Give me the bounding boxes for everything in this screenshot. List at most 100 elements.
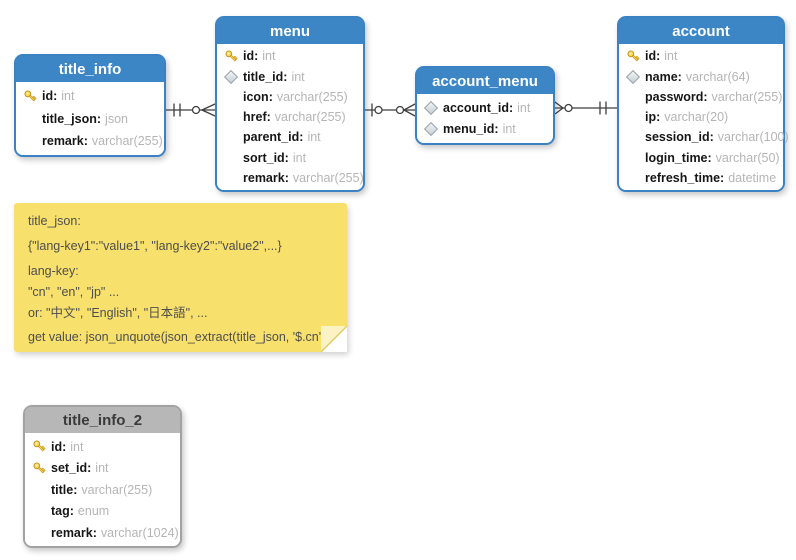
- note-line: lang-key:: [28, 264, 79, 278]
- table-fields: id: int name: varchar(64) password: varc…: [619, 44, 789, 190]
- field-row[interactable]: title: varchar(255): [25, 480, 180, 500]
- table-title: menu: [269, 22, 310, 40]
- primary-key-icon: [32, 461, 51, 476]
- field-type: varchar(255): [711, 89, 783, 104]
- field-type: int: [291, 69, 305, 84]
- field-row[interactable]: parent_id: int: [217, 127, 363, 147]
- field-row[interactable]: password: varchar(255): [619, 87, 783, 107]
- field-name: icon:: [243, 89, 273, 104]
- note-line: or: "中文", "English", "日本語", ...: [28, 306, 208, 320]
- field-name: title:: [51, 482, 78, 497]
- field-name: title_json:: [42, 111, 102, 126]
- field-name: tag:: [51, 504, 74, 518]
- field-row[interactable]: icon: varchar(255): [217, 87, 363, 107]
- field-row[interactable]: ip: varchar(20): [619, 107, 783, 127]
- note-folded-corner: [321, 326, 347, 352]
- field-row[interactable]: session_id: varchar(100): [619, 127, 789, 147]
- field-type: varchar(50): [715, 150, 780, 165]
- table-title: account: [672, 22, 730, 40]
- field-row[interactable]: remark: varchar(1024): [25, 523, 180, 543]
- field-row[interactable]: name: varchar(64): [619, 67, 783, 87]
- field-name: id:: [42, 89, 58, 104]
- field-row[interactable]: refresh_time: datetime: [619, 168, 783, 188]
- field-type: int: [292, 150, 307, 165]
- table-title_info[interactable]: title_info id: int title_json: json rema…: [14, 54, 166, 157]
- field-row[interactable]: tag: enum: [25, 501, 180, 521]
- sticky-note[interactable]: title_json: {"lang-key1":"value1", "lang…: [14, 203, 347, 352]
- field-row[interactable]: remark: varchar(255): [16, 131, 164, 151]
- field-type: int: [95, 461, 109, 475]
- field-row[interactable]: login_time: varchar(50): [619, 148, 783, 168]
- field-row[interactable]: remark: varchar(255): [217, 168, 364, 188]
- field-name: ip:: [645, 110, 661, 124]
- table-header: account_menu: [417, 68, 553, 94]
- foreign-key-icon: [423, 100, 443, 115]
- foreign-key-icon: [223, 69, 243, 84]
- table-fields: id: int title_json: json remark: varchar…: [16, 82, 164, 155]
- field-row[interactable]: account_id: int: [417, 98, 553, 118]
- table-account_menu[interactable]: account_menu account_id: int menu_id: in…: [415, 66, 555, 145]
- primary-key-icon: [32, 439, 51, 454]
- field-name: sort_id:: [243, 150, 289, 165]
- field-type: json: [105, 111, 128, 126]
- connector-account_menu-account[interactable]: [555, 95, 617, 121]
- table-header: title_info_2: [25, 407, 180, 433]
- note-line: {"lang-key1":"value1", "lang-key2":"valu…: [28, 239, 282, 253]
- field-row[interactable]: sort_id: int: [217, 148, 363, 168]
- primary-key-icon: [23, 89, 42, 104]
- field-name: refresh_time:: [645, 170, 725, 185]
- field-type: varchar(20): [664, 110, 729, 124]
- field-row[interactable]: set_id: int: [25, 458, 180, 478]
- field-type: varchar(64): [685, 69, 750, 84]
- field-type: int: [517, 100, 531, 115]
- table-title_info_2[interactable]: title_info_2 id: int set_id: int title: …: [23, 405, 182, 548]
- field-type: int: [307, 130, 321, 145]
- connector-title_info-menu[interactable]: [166, 97, 215, 123]
- field-name: id:: [645, 49, 661, 64]
- field-type: varchar(255): [81, 482, 153, 497]
- table-fields: id: int title_id: int icon: varchar(255)…: [217, 44, 364, 190]
- table-header: title_info: [16, 56, 164, 82]
- field-name: session_id:: [645, 130, 714, 145]
- primary-key-icon: [224, 49, 243, 64]
- field-row[interactable]: id: int: [619, 46, 783, 66]
- field-row[interactable]: menu_id: int: [417, 119, 553, 139]
- field-type: int: [502, 122, 516, 137]
- table-account[interactable]: account id: int name: varchar(64) passwo…: [617, 16, 789, 192]
- field-name: name:: [645, 69, 682, 84]
- field-name: id:: [51, 439, 67, 454]
- field-name: password:: [645, 89, 708, 104]
- field-type: varchar(255): [292, 170, 364, 185]
- field-type: varchar(255): [274, 110, 346, 124]
- table-header: menu: [217, 18, 363, 44]
- foreign-key-icon: [625, 69, 645, 84]
- table-title: title_info: [58, 60, 122, 78]
- primary-key-icon: [626, 49, 645, 64]
- field-row[interactable]: id: int: [16, 86, 164, 106]
- field-type: varchar(255): [276, 89, 348, 104]
- field-name: id:: [243, 49, 259, 64]
- field-row[interactable]: id: int: [25, 437, 180, 457]
- table-title: title_info_2: [62, 411, 143, 429]
- field-row[interactable]: title_id: int: [217, 67, 363, 87]
- field-name: title_id:: [243, 69, 288, 84]
- table-menu[interactable]: menu id: int title_id: int icon: varchar…: [215, 16, 365, 192]
- field-name: href:: [243, 110, 271, 124]
- field-type: int: [61, 89, 75, 104]
- note-line: get value: json_unquote(json_extract(tit…: [28, 330, 326, 344]
- field-type: enum: [77, 504, 110, 518]
- field-row[interactable]: id: int: [217, 46, 363, 66]
- field-type: varchar(100): [717, 130, 789, 145]
- field-row[interactable]: href: varchar(255): [217, 107, 363, 127]
- field-type: datetime: [728, 170, 777, 185]
- field-row[interactable]: title_json: json: [16, 109, 164, 129]
- field-name: menu_id:: [443, 122, 499, 137]
- field-type: int: [70, 439, 84, 454]
- connector-menu-account_menu[interactable]: [365, 97, 415, 123]
- field-name: parent_id:: [243, 130, 304, 145]
- field-type: varchar(255): [91, 133, 163, 148]
- field-name: account_id:: [443, 100, 514, 115]
- field-name: set_id:: [51, 461, 92, 475]
- field-name: login_time:: [645, 150, 712, 165]
- field-name: remark:: [42, 133, 88, 148]
